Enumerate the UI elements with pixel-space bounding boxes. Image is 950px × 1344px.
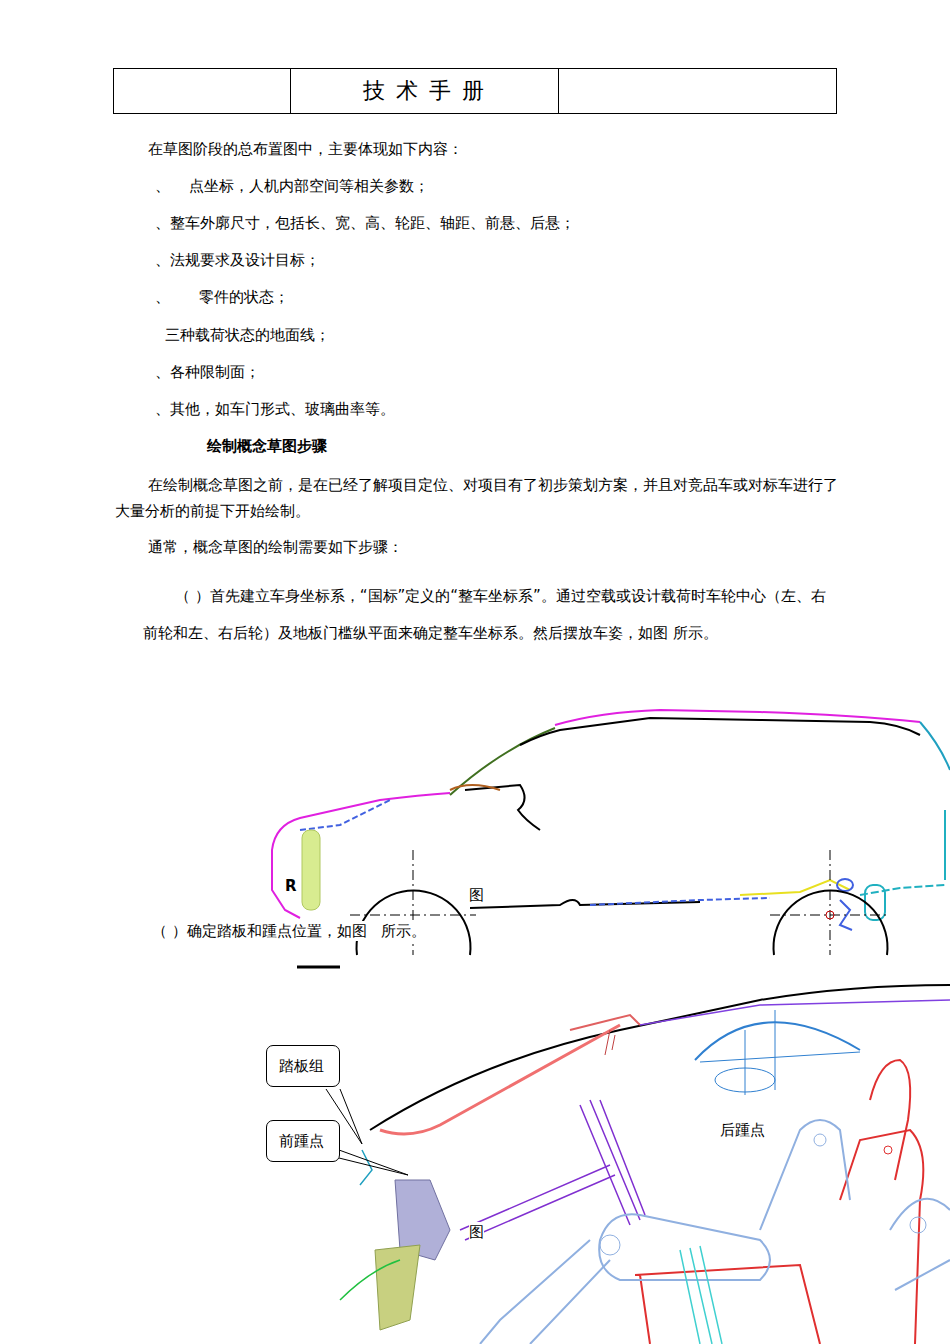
knee-joint xyxy=(600,1235,620,1255)
steering-column xyxy=(580,1100,645,1225)
front-bumper xyxy=(272,850,300,918)
roof-inner xyxy=(640,1000,950,1025)
callout-text: 踏板组 xyxy=(279,1057,324,1075)
heel-marker xyxy=(360,1150,372,1185)
seat-cushion xyxy=(635,1265,820,1344)
rear-part xyxy=(837,879,853,891)
callout-box: 前踵点 xyxy=(266,1120,340,1162)
hood-inner xyxy=(300,800,390,830)
wheel-center xyxy=(826,911,834,919)
rear-structure xyxy=(860,885,945,895)
steering-wheel xyxy=(700,1010,860,1095)
list-item: 、其他，如车门形式、玻璃曲率等。 xyxy=(155,399,395,419)
seat-point xyxy=(884,1146,892,1154)
steering-hub xyxy=(715,1068,775,1092)
manikin-leg xyxy=(480,1240,610,1344)
headlamp xyxy=(302,830,320,910)
dash-line xyxy=(380,1025,620,1134)
dash-part xyxy=(605,1030,615,1055)
list-item: 、各种限制面； xyxy=(155,362,260,382)
rear-floor xyxy=(740,880,850,895)
hood-line xyxy=(272,793,450,850)
seat-back xyxy=(840,1130,923,1344)
wheel-centerline xyxy=(770,850,890,955)
section-heading: 绘制概念草图步骤 xyxy=(207,436,327,456)
manikin-torso xyxy=(760,1120,850,1230)
floor-line xyxy=(340,1260,400,1300)
part-label: 后踵点 xyxy=(720,1120,765,1140)
body-text: 通常，概念草图的绘制需要如下步骤： xyxy=(148,537,403,557)
list-item: 、 零件的状态； xyxy=(155,287,289,307)
sill-inner xyxy=(590,898,770,905)
body-text: 在草图阶段的总布置图中，主要体现如下内容： xyxy=(148,139,463,159)
headrest xyxy=(870,1060,910,1180)
rear-end xyxy=(944,810,946,880)
a-pillar xyxy=(465,785,540,830)
header-cell xyxy=(558,68,837,114)
pedal-bracket xyxy=(375,1245,420,1330)
list-item: 三种载荷状态的地面线； xyxy=(165,325,330,345)
lamp-mark: R xyxy=(285,876,297,896)
scale-bar xyxy=(297,966,340,969)
list-item: 、 点坐标，人机内部空间等相关参数； xyxy=(155,176,429,196)
rear-glass xyxy=(920,722,950,770)
list-item: 、法规要求及设计目标； xyxy=(155,250,320,270)
figure-ref: 图 xyxy=(469,1222,484,1242)
joint xyxy=(910,1217,926,1233)
body-text: 在绘制概念草图之前，是在已经了解项目定位、对项目有了初步策划方案，并且对竞品车或… xyxy=(115,472,840,524)
figure-ref: 图 xyxy=(469,885,484,905)
roof-inner xyxy=(520,718,920,745)
roof-section xyxy=(370,985,950,1130)
body-text: （ ）首先建立车身坐标系，“国标”定义的“整车坐标系”。通过空载或设计载荷时车轮… xyxy=(143,578,835,652)
page-title: 技 术 手 册 xyxy=(363,76,486,106)
joint xyxy=(814,1134,826,1146)
header-cell xyxy=(113,68,291,114)
step-text: （ ）确定踏板和踵点位置，如图 所示。 xyxy=(152,921,426,941)
dash-part xyxy=(570,1015,640,1030)
list-item: 、整车外廓尺寸，包括长、宽、高、轮距、轴距、前悬、后悬； xyxy=(155,213,575,233)
callout-text: 前踵点 xyxy=(279,1132,324,1150)
manikin-arm xyxy=(890,1199,950,1290)
leader-line xyxy=(339,1150,408,1175)
seat-rail xyxy=(680,1246,722,1344)
steering-wheel xyxy=(695,1022,860,1060)
cowl xyxy=(450,785,500,790)
windshield xyxy=(450,728,555,795)
callout-box: 踏板组 xyxy=(266,1045,340,1087)
